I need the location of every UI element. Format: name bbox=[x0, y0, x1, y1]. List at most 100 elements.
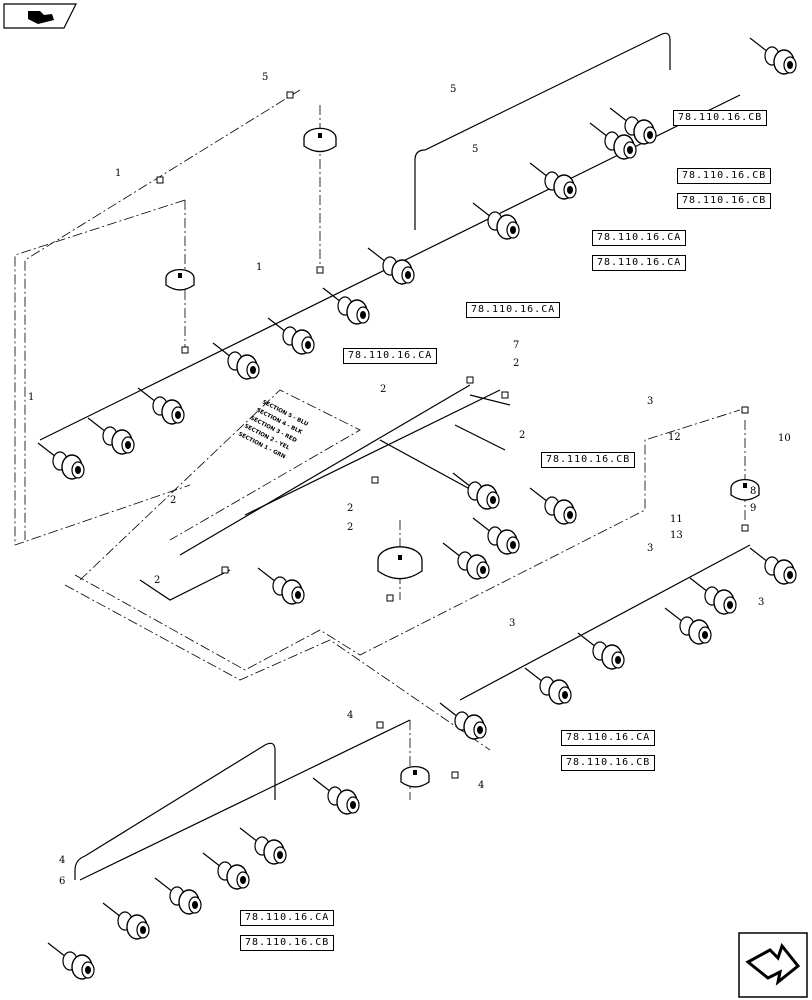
boundary-line bbox=[14, 199, 191, 546]
reference-link[interactable]: 78.110.16.CA bbox=[561, 730, 656, 746]
callout-number: 7 bbox=[513, 340, 520, 351]
reference-link[interactable]: 78.110.16.CA bbox=[592, 230, 687, 246]
reference-link[interactable]: 78.110.16.CA bbox=[592, 255, 687, 271]
callout-number: 5 bbox=[450, 84, 457, 95]
nozzle-body bbox=[37, 442, 85, 480]
hose-line bbox=[469, 394, 511, 406]
nozzle-body bbox=[239, 827, 287, 865]
nozzle-body bbox=[267, 317, 315, 355]
callout-number: 3 bbox=[758, 597, 765, 608]
fitting bbox=[221, 566, 229, 574]
reference-link[interactable]: 78.110.16.CB bbox=[673, 110, 768, 126]
callout-number: 2 bbox=[154, 575, 161, 586]
hose-line bbox=[459, 544, 751, 701]
hose-line bbox=[244, 389, 501, 516]
fitting bbox=[181, 346, 189, 354]
reference-link[interactable]: 78.110.16.CB bbox=[677, 193, 772, 209]
nozzle-body bbox=[472, 517, 520, 555]
nozzle-body bbox=[312, 777, 360, 815]
check-valve bbox=[377, 546, 423, 580]
callout-number: 5 bbox=[262, 72, 269, 83]
nozzle-body bbox=[257, 567, 305, 605]
callout-number: 13 bbox=[670, 530, 683, 541]
nozzle-body bbox=[439, 702, 487, 740]
hose-line bbox=[454, 424, 506, 451]
fitting bbox=[451, 771, 459, 779]
reference-link[interactable]: 78.110.16.CB bbox=[240, 935, 335, 951]
fitting bbox=[371, 476, 379, 484]
nozzle-body bbox=[154, 877, 202, 915]
callout-number: 6 bbox=[59, 876, 66, 887]
callout-number: 2 bbox=[170, 495, 177, 506]
reference-link[interactable]: 78.110.16.CB bbox=[677, 168, 772, 184]
callout-number: 2 bbox=[513, 358, 520, 369]
check-valve bbox=[400, 765, 430, 788]
fitting bbox=[386, 594, 394, 602]
nozzle-body bbox=[524, 667, 572, 705]
check-valve bbox=[165, 268, 195, 291]
callout-number: 5 bbox=[472, 144, 479, 155]
callout-number: 1 bbox=[28, 392, 35, 403]
hose-line bbox=[79, 719, 411, 881]
callout-number: 12 bbox=[668, 432, 681, 443]
nozzle-body bbox=[664, 607, 712, 645]
next-page-icon bbox=[738, 932, 808, 998]
boundary-line bbox=[64, 584, 491, 751]
nozzle-body bbox=[212, 342, 260, 380]
callout-number: 4 bbox=[478, 780, 485, 791]
hose-line bbox=[179, 384, 471, 556]
reference-link[interactable]: 78.110.16.CB bbox=[561, 755, 656, 771]
callout-number: 2 bbox=[347, 503, 354, 514]
nozzle-body bbox=[202, 852, 250, 890]
nozzle-body bbox=[749, 547, 797, 585]
callout-number: 2 bbox=[380, 384, 387, 395]
nozzle-body bbox=[102, 902, 150, 940]
callout-number: 4 bbox=[59, 855, 66, 866]
reference-link[interactable]: 78.110.16.CA bbox=[343, 348, 438, 364]
hose-line bbox=[74, 742, 276, 880]
nozzle-body bbox=[609, 107, 657, 145]
callout-number: 3 bbox=[509, 618, 516, 629]
check-valve bbox=[730, 478, 760, 501]
fitting bbox=[741, 524, 749, 532]
callout-number: 4 bbox=[347, 710, 354, 721]
previous-page-icon bbox=[3, 3, 77, 29]
check-valve bbox=[303, 127, 337, 153]
fitting bbox=[316, 266, 324, 274]
callout-number: 1 bbox=[256, 262, 263, 273]
callout-number: 9 bbox=[750, 503, 757, 514]
reference-link[interactable]: 78.110.16.CA bbox=[466, 302, 561, 318]
nozzle-body bbox=[322, 287, 370, 325]
fitting bbox=[741, 406, 749, 414]
previous-page-button[interactable] bbox=[2, 2, 78, 30]
callout-number: 11 bbox=[670, 514, 683, 525]
callout-number: 8 bbox=[750, 486, 757, 497]
nozzle-body bbox=[529, 487, 577, 525]
nozzle-body bbox=[87, 417, 135, 455]
nozzle-body bbox=[472, 202, 520, 240]
nozzle-body bbox=[137, 387, 185, 425]
boundary-line bbox=[79, 389, 361, 581]
callout-number: 3 bbox=[647, 543, 654, 554]
reference-link[interactable]: 78.110.16.CB bbox=[541, 452, 636, 468]
callout-number: 2 bbox=[519, 430, 526, 441]
fitting bbox=[156, 176, 164, 184]
boundary-line bbox=[74, 409, 741, 671]
fitting bbox=[286, 91, 294, 99]
callout-number: 1 bbox=[115, 168, 122, 179]
hose-line bbox=[139, 569, 231, 601]
boundary-line bbox=[24, 89, 301, 540]
callout-number: 10 bbox=[778, 433, 791, 444]
callout-number: 2 bbox=[347, 522, 354, 533]
reference-link[interactable]: 78.110.16.CA bbox=[240, 910, 335, 926]
nozzle-body bbox=[577, 632, 625, 670]
nozzle-body bbox=[367, 247, 415, 285]
nozzle-body bbox=[749, 37, 797, 75]
next-page-button[interactable] bbox=[738, 932, 808, 998]
fitting bbox=[501, 391, 509, 399]
fitting bbox=[466, 376, 474, 384]
nozzle-body bbox=[452, 472, 500, 510]
nozzle-body bbox=[589, 122, 637, 160]
nozzle-body bbox=[442, 542, 490, 580]
